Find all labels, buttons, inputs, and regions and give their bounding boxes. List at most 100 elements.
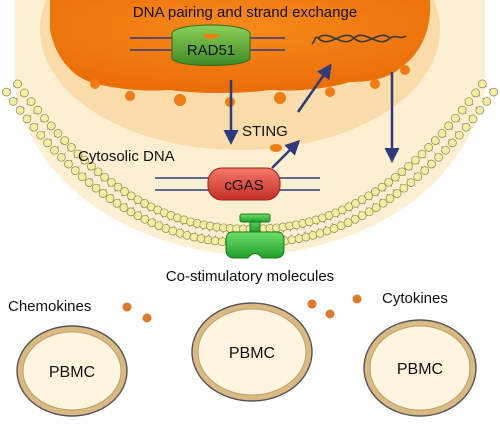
lipid-head [107, 177, 116, 187]
lipid-head [26, 97, 36, 106]
sting-protein: STING [242, 123, 288, 152]
pbmc-label-2: PBMC [229, 345, 275, 362]
lipid-head [77, 172, 87, 182]
lipid-head [417, 149, 427, 159]
co-stimulatory-receptor [225, 213, 285, 259]
title: DNA pairing and strand exchange [133, 4, 357, 21]
sting-label: STING [242, 123, 288, 140]
lipid-head [364, 207, 374, 217]
lipid-head [40, 113, 49, 123]
lipid-head [413, 172, 423, 182]
lipid-head [126, 191, 136, 201]
lipid-head [87, 161, 96, 171]
lipid-head [105, 194, 115, 203]
cell-membrane [2, 79, 499, 248]
pathway-arrows [223, 63, 400, 169]
lipid-head [112, 198, 122, 208]
lipid-head [294, 234, 304, 243]
lipid-head [196, 234, 206, 243]
lipid-head [60, 136, 70, 145]
lipid-head [364, 191, 374, 201]
lipid-head [29, 122, 39, 132]
lipid-head [437, 129, 447, 138]
lipid-head [377, 182, 387, 192]
pbmc-cell-2: PBMC [191, 302, 313, 402]
lipid-head [8, 97, 18, 106]
lipid-head [100, 172, 110, 182]
lipid-head [67, 143, 76, 152]
lipid-head [434, 152, 443, 162]
lipid-head [370, 187, 380, 196]
lipid-head [399, 183, 409, 193]
lipid-head [424, 143, 433, 152]
lipid-head [475, 105, 485, 115]
lipid-head [93, 167, 103, 177]
lipid-head [133, 211, 143, 221]
arrow-sting-to-nucleus [296, 63, 332, 113]
lipid-head [119, 203, 129, 213]
pbmc-label-1: PBMC [49, 364, 95, 381]
lipid-head [441, 145, 450, 155]
lipid-head [371, 203, 381, 213]
cgas-label: cGAS [224, 177, 263, 194]
lipid-head [397, 167, 407, 177]
arrow-cgas-to-sting [271, 139, 301, 169]
lipid-head [120, 187, 129, 196]
lipid-head [33, 105, 43, 115]
lipid-head [451, 113, 460, 123]
cytosolic-dna-label: Cytosolic DNA [78, 148, 175, 165]
lipid-head [404, 161, 413, 171]
lipid-head [489, 87, 499, 97]
lipid-head [287, 235, 297, 245]
lipid-head [36, 130, 46, 140]
rad51-protein: RAD51 [171, 24, 251, 66]
secreted-molecules [122, 294, 362, 323]
lipid-head [113, 182, 123, 192]
lipid-head [98, 189, 108, 198]
dna-helix-icon [311, 34, 407, 45]
lipid-head [70, 166, 80, 175]
lipid-head [22, 114, 32, 124]
pbmc-cell-3: PBMC [363, 319, 477, 417]
lipid-head [50, 145, 59, 155]
lipid-head [384, 177, 393, 187]
lipid-head [189, 232, 199, 242]
lipid-head [390, 172, 400, 182]
cgas-protein: cGAS [207, 167, 281, 201]
lipid-head [357, 195, 367, 205]
lipid-head [15, 105, 25, 115]
lipid-head [20, 88, 29, 98]
lipid-head [461, 122, 471, 132]
lipid-head [91, 183, 101, 193]
lipid-head [343, 218, 353, 228]
cytokines-label: Cytokines [382, 290, 448, 307]
lipid-head [53, 129, 63, 138]
lipid-head [133, 195, 143, 205]
lipid-head [357, 211, 367, 221]
lipid-head [392, 189, 402, 198]
lipid-head [454, 130, 464, 140]
lipid-head [385, 194, 395, 203]
lipid-head [46, 121, 56, 131]
lipid-head [73, 149, 83, 159]
co-stimulatory-label: Co-stimulatory molecules [166, 268, 334, 285]
lipid-head [2, 87, 11, 97]
lipid-head [482, 97, 492, 106]
lipid-head [430, 136, 440, 145]
pbmc-label-3: PBMC [397, 361, 443, 378]
lipid-head [84, 178, 94, 187]
lipid-head [444, 121, 454, 131]
chemokines-label: Chemokines [8, 298, 91, 315]
pbmc-cell-1: PBMC [16, 325, 128, 417]
lipid-head [350, 214, 360, 224]
lipid-head [406, 178, 416, 187]
lipid-head [468, 114, 478, 124]
lipid-head [378, 198, 388, 208]
lipid-head [126, 207, 136, 217]
lipid-head [448, 138, 457, 148]
lipid-head [43, 138, 52, 148]
lipid-head [64, 159, 73, 169]
lipid-head [457, 105, 467, 115]
